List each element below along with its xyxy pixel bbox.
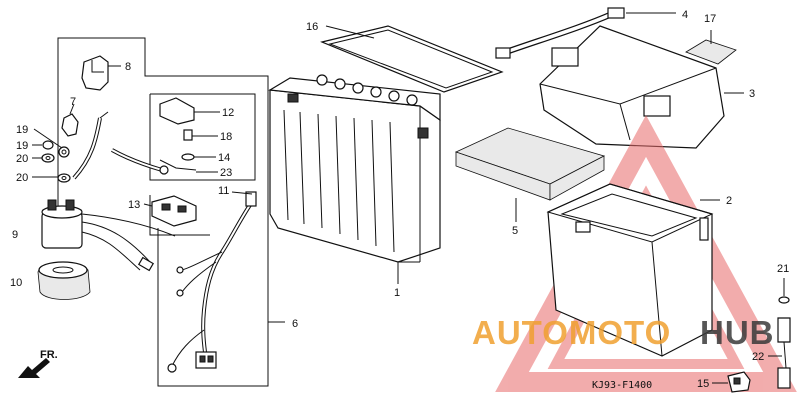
callout-12: 12: [222, 107, 234, 119]
holder-part-13: [143, 195, 197, 227]
callout-3: 3: [749, 88, 755, 100]
battery-cover-part: [539, 25, 744, 149]
battery-cable-part: [72, 111, 169, 180]
boot-part: [61, 103, 79, 137]
callout-17: 17: [704, 13, 716, 25]
terminal-cover-part: [81, 55, 121, 91]
callout-1: 1: [394, 287, 400, 299]
clip-part-23: [159, 159, 218, 173]
starter-relay-part: [41, 199, 176, 272]
callout-8: 8: [125, 61, 131, 73]
group-frame-6: [57, 37, 285, 387]
callout-5: 5: [512, 225, 518, 237]
bolt-part-18: [183, 129, 218, 141]
diagram-code-label: KJ93-F1400: [592, 380, 652, 391]
fuse-holder-part-12: [159, 97, 220, 125]
callout-21: 21: [777, 263, 789, 275]
watermark-word-hub: HUB: [700, 314, 775, 351]
callout-18: 18: [220, 131, 232, 143]
watermark-word-main: AUTOMOTO: [472, 314, 671, 351]
clip-part-15: [712, 371, 751, 393]
callout-10: 10: [10, 277, 22, 289]
battery-sheet-part: [320, 25, 504, 93]
sub-harness-part: [167, 191, 257, 373]
callout-9: 9: [12, 229, 18, 241]
vent-tube-part: [768, 278, 791, 389]
callout-22: 22: [752, 351, 764, 363]
callout-16: 16: [306, 21, 318, 33]
relay-cover-part: [37, 261, 91, 300]
callout-23: 23: [220, 167, 232, 179]
callout-20a: 20: [16, 153, 28, 165]
callout-14: 14: [218, 152, 230, 164]
callout-19a: 19: [16, 124, 28, 136]
washer-part-14: [181, 153, 216, 161]
direction-label: FR.: [40, 349, 58, 361]
nut-washer-parts: [32, 128, 71, 183]
callout-11: 11: [218, 185, 229, 197]
seal-part-17: [685, 30, 737, 65]
callout-20b: 20: [16, 172, 28, 184]
callout-19b: 19: [16, 140, 28, 152]
callout-2: 2: [726, 195, 732, 207]
battery-part: [268, 74, 441, 284]
callout-4: 4: [682, 9, 688, 21]
callout-7: 7: [70, 96, 76, 108]
callout-13: 13: [128, 199, 140, 211]
callout-15: 15: [697, 378, 709, 390]
battery-band-part: [495, 7, 676, 59]
front-direction-icon: [18, 358, 50, 378]
battery-tray-part: [546, 183, 720, 357]
callout-6: 6: [292, 318, 298, 330]
battery-pad-part: [454, 127, 606, 222]
